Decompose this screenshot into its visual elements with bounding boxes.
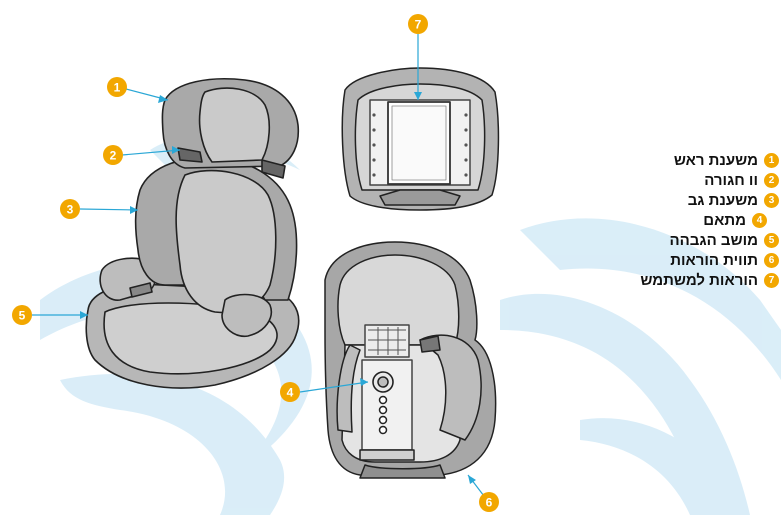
callout-6: 6 [479,492,499,512]
legend-number: 7 [764,273,779,288]
parts-legend: 1 משענת ראש 2 וו חגורה 3 משענת גב 4 מתאם… [560,150,781,290]
legend-label: מושב הגבהה [670,232,758,249]
svg-text:7: 7 [415,18,422,32]
svg-text:5: 5 [19,309,26,323]
svg-text:1: 1 [114,81,121,95]
callout-3: 3 [60,199,80,219]
legend-label: הוראות למשתמש [640,272,758,289]
legend-number: 2 [764,173,779,188]
legend-number: 4 [752,213,767,228]
legend-label: וו חגורה [704,172,758,189]
legend-item-belt-hook: 2 וו חגורה [560,170,781,190]
legend-number: 1 [764,153,779,168]
callout-5: 5 [12,305,32,325]
legend-item-headrest: 1 משענת ראש [560,150,781,170]
legend-label: משענת ראש [674,152,758,169]
callout-7: 7 [408,14,428,34]
legend-item-booster-seat: 5 מושב הגבהה [560,230,781,250]
legend-item-user-manual: 7 הוראות למשתמש [560,270,781,290]
callout-1: 1 [107,77,127,97]
booster-seat-assembled [86,79,298,388]
legend-label: מתאם [703,212,746,229]
legend-number: 6 [764,253,779,268]
seat-base-top-view [342,68,498,210]
legend-label: משענת גב [688,192,758,209]
legend-number: 5 [764,233,779,248]
legend-number: 3 [764,193,779,208]
legend-item-connector: 4 מתאם [560,210,781,230]
legend-label: תווית הוראות [670,252,758,269]
svg-text:6: 6 [486,496,493,510]
callout-4: 4 [280,382,300,402]
legend-item-instruction-label: 6 תווית הוראות [560,250,781,270]
seat-rear-view [325,242,496,478]
callout-2: 2 [103,145,123,165]
svg-text:3: 3 [67,203,74,217]
svg-text:4: 4 [287,386,294,400]
legend-item-backrest: 3 משענת גב [560,190,781,210]
svg-text:2: 2 [110,149,117,163]
